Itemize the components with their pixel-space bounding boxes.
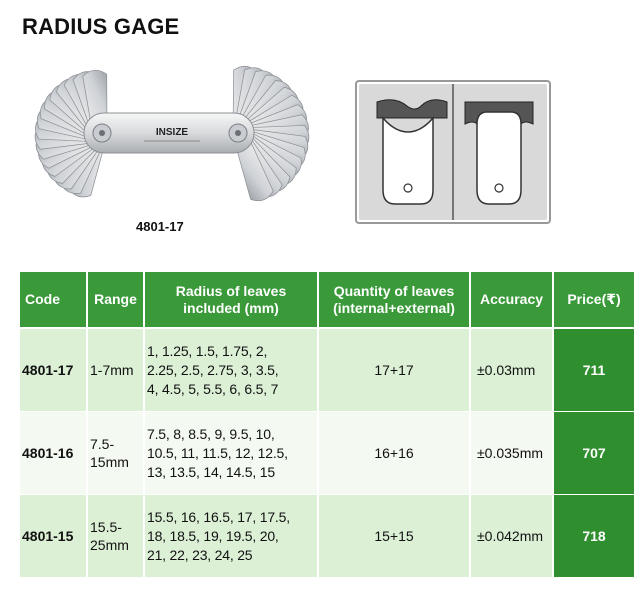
- range-line1: 7.5-: [90, 436, 115, 452]
- header-quantity: Quantity of leaves (internal+external): [317, 270, 471, 329]
- header-radius: Radius of leaves included (mm): [143, 270, 319, 329]
- header-range: Range: [86, 270, 145, 329]
- table-row: 4801-16 7.5- 15mm 7.5, 8, 8.5, 9, 9.5, 1…: [18, 411, 636, 495]
- header-code: Code: [18, 270, 88, 329]
- header-price: Price(₹): [552, 270, 636, 329]
- radii-line1: 7.5, 8, 8.5, 9, 9.5, 10,: [147, 425, 275, 442]
- cell-radii: 1, 1.25, 1.5, 1.75, 2, 2.25, 2.5, 2.75, …: [143, 327, 319, 412]
- cell-radii: 15.5, 16, 16.5, 17, 17.5, 18, 18.5, 19, …: [143, 494, 319, 578]
- usage-diagram: [355, 80, 551, 224]
- cell-radii: 7.5, 8, 8.5, 9, 9.5, 10, 10.5, 11, 11.5,…: [143, 411, 319, 495]
- table-header-row: Code Range Radius of leaves included (mm…: [18, 270, 636, 329]
- cell-accuracy: ±0.042mm: [469, 494, 554, 578]
- cell-range: 7.5- 15mm: [86, 411, 145, 495]
- header-qty-line1: Quantity of leaves: [333, 282, 455, 299]
- header-qty-line2: (internal+external): [333, 299, 455, 316]
- cell-quantity: 15+15: [317, 494, 471, 578]
- radii-line3: 21, 22, 23, 24, 25: [147, 546, 253, 563]
- page-title: RADIUS GAGE: [22, 14, 180, 39]
- cell-code: 4801-16: [18, 411, 88, 495]
- cell-range: 1-7mm: [86, 327, 145, 412]
- specification-table: Code Range Radius of leaves included (mm…: [18, 270, 636, 578]
- cell-accuracy: ±0.03mm: [469, 327, 554, 412]
- model-label: 4801-17: [136, 219, 184, 234]
- radii-line1: 15.5, 16, 16.5, 17, 17.5,: [147, 508, 290, 525]
- cell-price: 718: [552, 494, 636, 578]
- header-radius-line2: included (mm): [183, 299, 279, 316]
- range-line2: 15mm: [90, 454, 129, 470]
- range-line1: 1-7mm: [90, 362, 134, 378]
- table-row: 4801-15 15.5- 25mm 15.5, 16, 16.5, 17, 1…: [18, 494, 636, 578]
- cell-price: 711: [552, 327, 636, 412]
- cell-code: 4801-15: [18, 494, 88, 578]
- radii-line1: 1, 1.25, 1.5, 1.75, 2,: [147, 342, 268, 359]
- cell-code: 4801-17: [18, 327, 88, 412]
- header-radius-line1: Radius of leaves: [175, 282, 287, 299]
- header-accuracy: Accuracy: [469, 270, 554, 329]
- radii-line3: 13, 13.5, 14, 14.5, 15: [147, 463, 275, 480]
- brand-logo: INSIZE: [156, 127, 189, 138]
- cell-range: 15.5- 25mm: [86, 494, 145, 578]
- radius-gage-product-image: INSIZE: [34, 65, 310, 202]
- cell-price: 707: [552, 411, 636, 495]
- range-line2: 25mm: [90, 537, 129, 553]
- radii-line2: 18, 18.5, 19, 19.5, 20,: [147, 527, 279, 544]
- radii-line3: 4, 4.5, 5, 5.5, 6, 6.5, 7: [147, 380, 279, 397]
- cell-quantity: 16+16: [317, 411, 471, 495]
- radii-line2: 10.5, 11, 11.5, 12, 12.5,: [147, 444, 288, 461]
- radii-line2: 2.25, 2.5, 2.75, 3, 3.5,: [147, 361, 279, 378]
- table-row: 4801-17 1-7mm 1, 1.25, 1.5, 1.75, 2, 2.2…: [18, 327, 636, 412]
- range-line1: 15.5-: [90, 519, 122, 535]
- cell-accuracy: ±0.035mm: [469, 411, 554, 495]
- cell-quantity: 17+17: [317, 327, 471, 412]
